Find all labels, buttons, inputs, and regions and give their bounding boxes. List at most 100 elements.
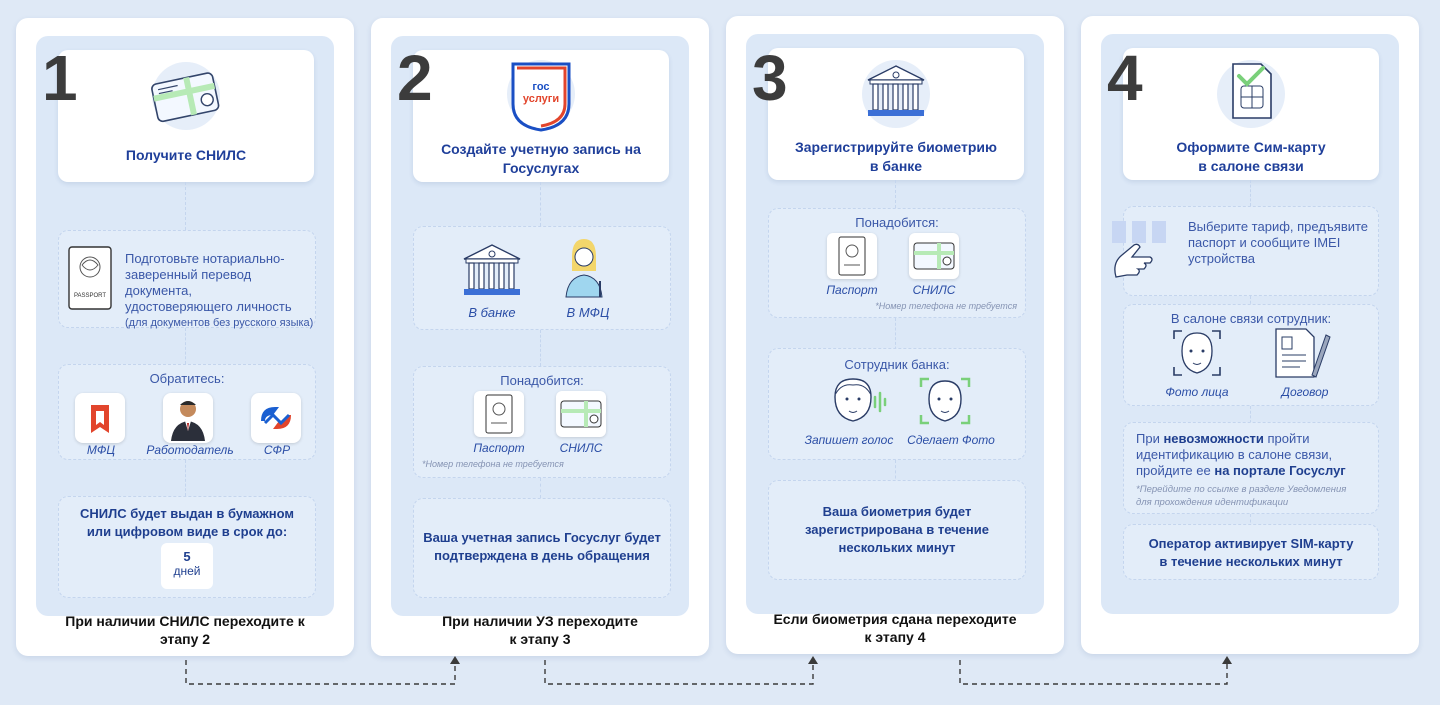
passport-label: PASSPORT xyxy=(74,293,106,299)
impossible-line-1: При невозможности пройти xyxy=(1136,431,1310,446)
impossible-block: При невозможности пройти идентификацию в… xyxy=(1123,422,1379,514)
result-block: СНИЛС будет выдан в бумажном или цифрово… xyxy=(58,496,316,598)
prepare-block: PASSPORT Подготовьте нотариально- завере… xyxy=(58,230,316,329)
need-item-passport: Паспорт xyxy=(826,283,878,297)
step-3-title-1: Зарегистрируйте биометрию xyxy=(795,139,997,155)
step-number-1: 1 xyxy=(42,42,78,114)
choose-line-2: паспорт и сообщите IMEI xyxy=(1188,235,1341,250)
step-2-header: гос услуги Создайте учетную запись на Го… xyxy=(413,50,669,182)
result-line-1: Ваша биометрия будет xyxy=(822,504,972,519)
need-item-snils: СНИЛС xyxy=(912,283,956,297)
result-line-2: подтверждена в день обращения xyxy=(434,548,650,563)
step-1-panel: Получите СНИЛС PASSPORT Подготовьте нота… xyxy=(36,36,334,616)
step-3-footer: Если биометрия сдана переходите к этапу … xyxy=(746,610,1044,646)
result-line-3: нескольких минут xyxy=(838,540,956,555)
result-line-1: СНИЛС будет выдан в бумажном xyxy=(80,506,294,521)
impossible-note-1: *Перейдите по ссылке в разделе Уведомлен… xyxy=(1136,484,1347,495)
step-card-3: Зарегистрируйте биометрию в банке Понадо… xyxy=(726,16,1064,654)
connector xyxy=(1250,514,1251,528)
footer-line-2: к этапу 4 xyxy=(864,629,926,645)
step-2-title-1: Создайте учетную запись на xyxy=(441,141,641,157)
gosuslugi-logo-icon: гос услуги xyxy=(507,60,575,132)
result-line-1: Ваша учетная запись Госуслуг будет xyxy=(423,530,661,545)
step-1-footer: При наличии СНИЛС переходите к этапу 2 xyxy=(36,612,334,648)
connector xyxy=(185,460,186,496)
logo-text-2: услуги xyxy=(523,93,559,105)
contract-icon xyxy=(1275,328,1331,378)
connector xyxy=(540,182,541,226)
prepare-line-3: удостоверяющего личность xyxy=(125,299,292,314)
sfr-logo-icon xyxy=(251,393,301,443)
days-word: дней xyxy=(173,564,201,578)
need-note: *Номер телефона не требуется xyxy=(875,301,1017,311)
choose-block: Выберите тариф, предъявите паспорт и соо… xyxy=(1112,206,1379,296)
contact-item-mfc: МФЦ xyxy=(86,443,116,457)
step-3-panel: Зарегистрируйте биометрию в банке Понадо… xyxy=(746,34,1044,614)
arrow-2-to-3 xyxy=(544,660,814,685)
choose-line-3: устройства xyxy=(1188,251,1255,266)
salon-block: В салоне связи сотрудник: Фото лица Дого… xyxy=(1123,304,1379,406)
prepare-line-4: (для документов без русского языка) xyxy=(125,317,314,329)
contact-item-employer: Работодатель xyxy=(146,443,234,457)
step-number-4: 4 xyxy=(1107,42,1143,114)
days-number: 5 xyxy=(183,549,191,564)
staff-item-photo: Сделает Фото xyxy=(907,433,995,447)
choose-line-1: Выберите тариф, предъявите xyxy=(1188,219,1369,234)
result-line-2: или цифровом виде в срок до: xyxy=(86,524,288,539)
bank-building-icon xyxy=(862,60,930,128)
step-number-3: 3 xyxy=(752,42,788,114)
impossible-line-2: идентификацию в салоне связи, xyxy=(1136,447,1333,462)
impossible-note-2: для прохождения идентификации xyxy=(1136,497,1289,508)
step-4-header: Оформите Сим-карту в салоне связи xyxy=(1123,48,1379,180)
arrow-1-to-2 xyxy=(185,660,456,685)
footer-line-2: к этапу 3 xyxy=(509,631,571,647)
mfc-employee-icon xyxy=(565,239,603,298)
staff-block: Сотрудник банка: Запишет голос Сделает Ф… xyxy=(768,348,1026,460)
step-2-title-2: Госуслугах xyxy=(502,160,580,176)
step-2-footer: При наличии УЗ переходите к этапу 3 xyxy=(391,612,689,648)
contact-item-sfr: СФР xyxy=(263,443,291,457)
sim-card-icon xyxy=(1217,60,1285,128)
connector xyxy=(895,460,896,494)
result-line-2: зарегистрирована в течение xyxy=(805,522,989,537)
step-2-panel: гос услуги Создайте учетную запись на Го… xyxy=(391,36,689,616)
contact-heading: Обратитесь: xyxy=(149,371,225,386)
step-4-title-1: Оформите Сим-карту xyxy=(1176,139,1326,155)
arrowhead xyxy=(808,656,818,664)
prepare-line-1: Подготовьте нотариально- xyxy=(125,251,285,266)
result-line-2: в течение нескольких минут xyxy=(1159,554,1343,569)
connector xyxy=(185,328,186,364)
tap-hand-icon xyxy=(1112,221,1166,278)
step-1-title: Получите СНИЛС xyxy=(125,147,247,163)
step-4-title-2: в салоне связи xyxy=(1198,158,1304,174)
result-line-1: Оператор активирует SIM-карту xyxy=(1148,536,1354,551)
logo-text-1: гос xyxy=(532,81,549,93)
need-heading: Понадобится: xyxy=(500,373,584,388)
bank-building-icon xyxy=(463,244,521,295)
snils-card-icon xyxy=(909,233,959,279)
arrow-3-to-4 xyxy=(959,660,1228,685)
step-number-2: 2 xyxy=(397,42,433,114)
result-block: Оператор активирует SIM-карту в течение … xyxy=(1123,524,1379,580)
need-item-snils: СНИЛС xyxy=(559,441,603,455)
result-block: Ваша биометрия будет зарегистрирована в … xyxy=(768,480,1026,580)
days-badge: 5 дней xyxy=(161,543,213,589)
places-block: В банке В МФЦ xyxy=(413,226,671,330)
need-heading: Понадобится: xyxy=(855,215,939,230)
snils-card-icon xyxy=(151,62,220,130)
impossible-line-3: пройдите ее на портале Госуслуг xyxy=(1136,463,1346,478)
step-card-1: Получите СНИЛС PASSPORT Подготовьте нота… xyxy=(16,18,354,656)
face-photo-icon xyxy=(1173,330,1221,376)
staff-heading: Сотрудник банка: xyxy=(844,357,950,372)
step-4-panel: Оформите Сим-карту в салоне связи Выбери… xyxy=(1101,34,1399,614)
step-card-4: Оформите Сим-карту в салоне связи Выбери… xyxy=(1081,16,1419,654)
footer-line-1: При наличии УЗ переходите xyxy=(442,613,638,629)
salon-item-contract: Договор xyxy=(1281,385,1329,399)
place-mfc: В МФЦ xyxy=(566,305,610,320)
connector xyxy=(1250,180,1251,206)
connector xyxy=(895,318,896,364)
employer-avatar-icon xyxy=(163,393,213,443)
result-block: Ваша учетная запись Госуслуг будет подтв… xyxy=(413,498,671,598)
mfc-logo-icon xyxy=(75,393,125,443)
photo-capture-icon xyxy=(919,377,971,425)
